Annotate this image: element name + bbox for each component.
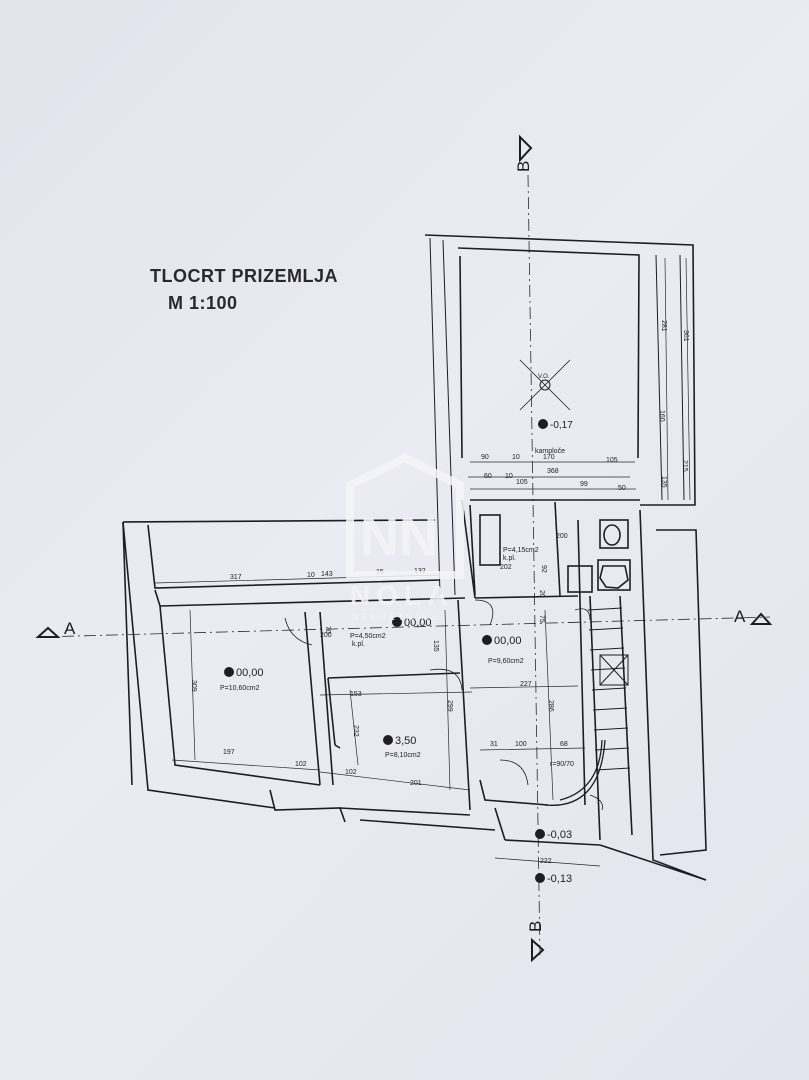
dim-368: 368 bbox=[547, 468, 559, 475]
section-label-a-left: A bbox=[64, 619, 76, 638]
dim-170: 170 bbox=[543, 454, 555, 461]
label-vo: V.O. bbox=[538, 374, 550, 380]
dim-10b: 10 bbox=[512, 454, 520, 461]
level-entrance-outside: -0,13 bbox=[547, 873, 572, 885]
dim-20: 20 bbox=[538, 590, 545, 598]
area-hall: P=9,60cm2 bbox=[488, 658, 524, 665]
dim-317: 317 bbox=[230, 574, 242, 581]
dim-160: 160 bbox=[658, 410, 665, 422]
dim-10a: 10 bbox=[307, 572, 315, 579]
dim-361: 361 bbox=[682, 330, 689, 342]
dim-215: 215 bbox=[681, 460, 688, 472]
nola-watermark-logo: NN NOLA NEKRETNINE bbox=[346, 453, 464, 622]
level-hall: 00,00 bbox=[494, 635, 522, 647]
watermark-tagline: NEKRETNINE bbox=[352, 612, 440, 622]
dim-200b: 200 bbox=[320, 632, 332, 639]
level-markers bbox=[224, 359, 571, 883]
dim-105b: 105 bbox=[516, 479, 528, 486]
section-marker-b-top: B bbox=[514, 134, 533, 172]
dim-227: 227 bbox=[520, 681, 532, 688]
dim-70: 70 bbox=[324, 626, 331, 634]
dim-197: 197 bbox=[223, 749, 235, 756]
floor-kpl-kitchen: k.pl. bbox=[503, 555, 516, 562]
area-corridor: P=4,50cm2 bbox=[350, 633, 386, 640]
dimension-lines bbox=[154, 257, 691, 867]
area-room-left: P=10,60cm2 bbox=[220, 685, 260, 692]
dim-232: 232 bbox=[352, 725, 359, 737]
dim-60: 60 bbox=[484, 473, 492, 480]
dim-299: 299 bbox=[446, 700, 453, 712]
dim-105a: 105 bbox=[606, 457, 618, 464]
dim-31: 31 bbox=[490, 741, 498, 748]
dim-100: 100 bbox=[515, 741, 527, 748]
level-garden: -0,17 bbox=[550, 420, 573, 431]
dim-135b: 135 bbox=[432, 640, 439, 652]
floor-kpl-corridor: k.pl. bbox=[352, 641, 365, 648]
dim-202: 202 bbox=[500, 564, 512, 571]
dim-153: 153 bbox=[350, 691, 362, 698]
area-kitchen: P=4,15cm2 bbox=[503, 547, 539, 554]
dim-286: 286 bbox=[547, 700, 554, 712]
dim-10c: 10 bbox=[505, 473, 513, 480]
dim-75: 75 bbox=[538, 615, 545, 623]
label-kamploce: kamploče bbox=[535, 448, 565, 455]
level-room-mid: 3,50 bbox=[395, 735, 416, 747]
dim-222: 222 bbox=[540, 858, 552, 865]
dim-r9070: r=90/70 bbox=[550, 761, 574, 768]
dim-201: 201 bbox=[410, 780, 422, 787]
dim-68: 68 bbox=[560, 741, 568, 748]
section-label-b-top: B bbox=[514, 161, 533, 172]
section-line-b bbox=[527, 174, 541, 956]
section-label-b-bottom: B bbox=[526, 921, 545, 932]
dim-50: 50 bbox=[618, 485, 626, 492]
level-room-left: 00,00 bbox=[236, 667, 264, 679]
watermark-brand: NOLA bbox=[350, 580, 453, 611]
dim-200a: 200 bbox=[556, 533, 568, 540]
section-marker-b-bottom: B bbox=[526, 921, 545, 963]
plan-scale: M 1:100 bbox=[168, 293, 238, 313]
level-corridor: 00,00 bbox=[404, 617, 432, 629]
dim-102a: 102 bbox=[295, 761, 307, 768]
level-entrance-step: -0,03 bbox=[547, 829, 572, 841]
area-room-mid: P=8,10cm2 bbox=[385, 752, 421, 759]
svg-text:NN: NN bbox=[360, 507, 438, 567]
dim-135a: 135 bbox=[660, 476, 667, 488]
section-marker-a-left: A bbox=[35, 619, 76, 638]
section-line-a bbox=[39, 616, 771, 638]
dim-99: 99 bbox=[580, 481, 588, 488]
dim-281: 281 bbox=[660, 320, 667, 332]
section-marker-a-right: A bbox=[734, 607, 773, 626]
dim-309: 309 bbox=[190, 680, 197, 692]
section-label-a-right: A bbox=[734, 607, 746, 626]
dim-92: 92 bbox=[540, 565, 547, 573]
dim-102b: 102 bbox=[345, 769, 357, 776]
walls bbox=[122, 234, 707, 881]
dim-90: 90 bbox=[481, 454, 489, 461]
dim-143: 143 bbox=[321, 571, 333, 578]
plan-title: TLOCRT PRIZEMLJA bbox=[150, 266, 338, 286]
